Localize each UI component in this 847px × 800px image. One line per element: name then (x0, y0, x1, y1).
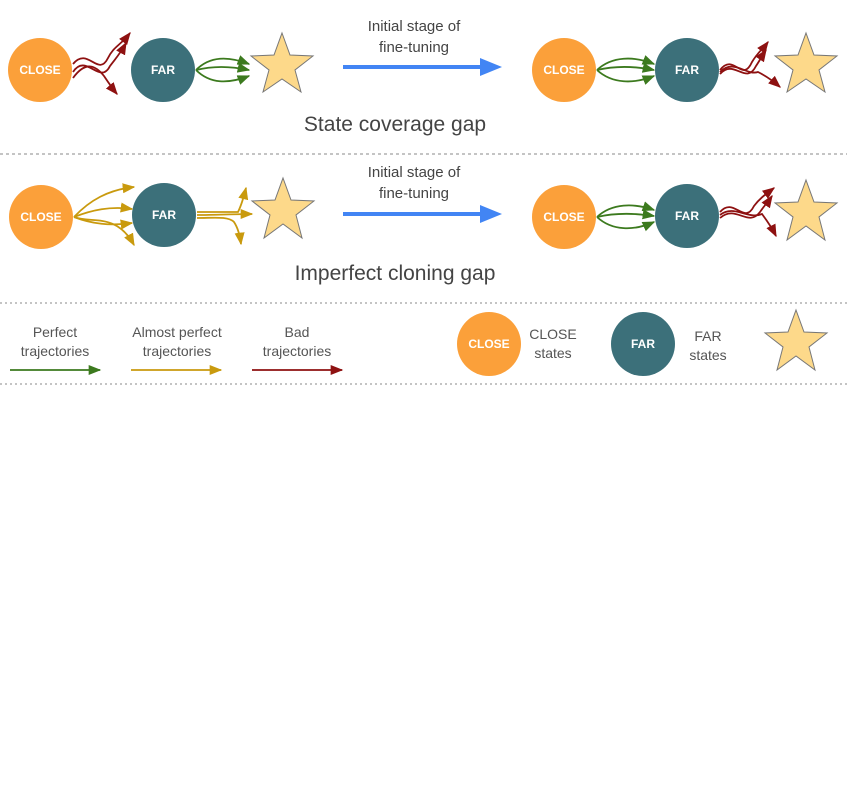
far-state-node (131, 38, 195, 102)
transition-arrow-head (480, 58, 502, 76)
transition-caption-line1: Initial stage of (368, 164, 461, 181)
legend-close-node-label: CLOSE (468, 337, 509, 351)
close-state-node (9, 185, 73, 249)
panel-imperfect-cloning: CLOSE FAR Initial stage of fine-tuning C… (9, 164, 839, 285)
legend: Perfect trajectories Almost perfect traj… (10, 308, 829, 376)
close-state-node (532, 38, 596, 102)
perfect-trajectories (596, 201, 656, 232)
legend-bad-line2: trajectories (263, 343, 331, 359)
scene-before: CLOSE FAR (9, 176, 316, 249)
bad-trajectories (719, 187, 777, 238)
far-state-node (655, 184, 719, 248)
panel-state-coverage: CLOSE FAR Initial stage of fine-tuning (8, 18, 839, 136)
goal-star (773, 178, 839, 242)
far-node-label: FAR (675, 63, 699, 77)
legend-almost-perfect: Almost perfect trajectories (131, 324, 223, 376)
far-node-label: FAR (152, 208, 176, 222)
legend-goal-star (763, 308, 829, 372)
scene-before: CLOSE FAR (8, 31, 315, 102)
far-state-node (132, 183, 196, 247)
far-node-label: FAR (151, 63, 175, 77)
far-state-node (655, 38, 719, 102)
legend-far-node-label: FAR (631, 337, 655, 351)
legend-far-desc-line2: states (689, 347, 726, 363)
panel-title: State coverage gap (304, 113, 486, 136)
almost-perfect-trajectories (73, 183, 254, 247)
perfect-trajectories (596, 55, 656, 85)
transition-caption-line1: Initial stage of (368, 18, 461, 35)
close-node-label: CLOSE (19, 63, 60, 77)
transition-caption-line2: fine-tuning (379, 185, 449, 202)
legend-bad: Bad trajectories (252, 324, 344, 376)
goal-star (250, 176, 316, 240)
close-state-node (8, 38, 72, 102)
legend-perfect: Perfect trajectories (10, 324, 102, 376)
legend-far-states: FAR FAR states (611, 312, 727, 376)
goal-star (773, 31, 839, 94)
scene-after: CLOSE FAR (532, 178, 839, 249)
legend-bad-line1: Bad (285, 324, 310, 340)
close-node-label: CLOSE (20, 210, 61, 224)
legend-close-desc-line1: CLOSE (529, 326, 576, 342)
transition-caption-line2: fine-tuning (379, 39, 449, 56)
transition: Initial stage of fine-tuning (343, 164, 502, 223)
scene-after: CLOSE FAR (532, 31, 839, 102)
legend-close-node (457, 312, 521, 376)
legend-perfect-line2: trajectories (21, 343, 89, 359)
close-node-label: CLOSE (543, 63, 584, 77)
perfect-trajectories (195, 55, 251, 85)
legend-far-node (611, 312, 675, 376)
close-state-node (532, 185, 596, 249)
legend-almost-line2: trajectories (143, 343, 211, 359)
legend-perfect-line1: Perfect (33, 324, 77, 340)
legend-close-states: CLOSE CLOSE states (457, 312, 577, 376)
bad-trajectories (72, 32, 131, 95)
transition: Initial stage of fine-tuning (343, 18, 502, 76)
bad-trajectories (719, 40, 781, 88)
legend-close-desc-line2: states (534, 345, 571, 361)
transition-arrow-head (480, 205, 502, 223)
far-node-label: FAR (675, 209, 699, 223)
goal-star (249, 31, 315, 94)
panel-title: Imperfect cloning gap (295, 262, 496, 285)
legend-almost-line1: Almost perfect (132, 324, 222, 340)
legend-far-desc-line1: FAR (694, 328, 721, 344)
close-node-label: CLOSE (543, 210, 584, 224)
